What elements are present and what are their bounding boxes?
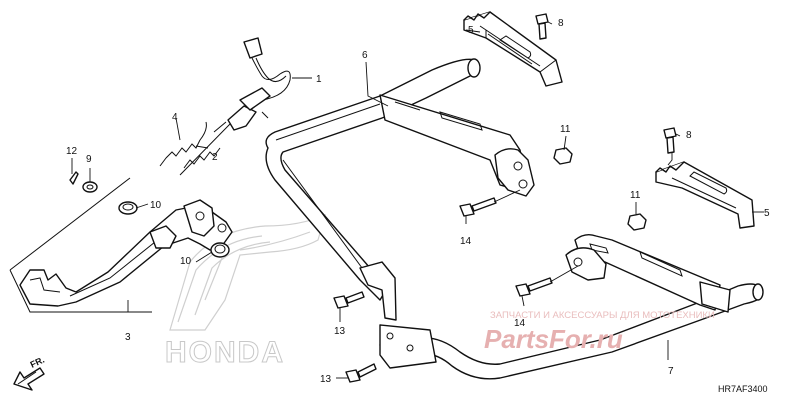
callout-12: 12	[66, 146, 78, 157]
callout-9: 9	[86, 154, 92, 165]
part-7-step-bar-lower	[379, 233, 764, 380]
part-9-washer	[82, 181, 98, 193]
callout-2: 2	[212, 152, 218, 163]
pedal-bracket-outline	[9, 177, 152, 313]
callout-5-upper: 5	[468, 25, 474, 36]
part-8-bolt-lower	[663, 127, 677, 154]
part-5-footpeg-upper	[463, 11, 563, 87]
part-13-bolt-upper	[333, 291, 365, 309]
watermark-brand: PartsFor.ru	[484, 324, 623, 354]
callout-10-lower: 10	[180, 256, 192, 267]
callout-8-upper: 8	[558, 18, 564, 29]
part-11-nut-lower	[627, 213, 647, 231]
callout-14-lower: 14	[514, 318, 526, 329]
callout-6: 6	[362, 50, 368, 61]
callout-11-upper: 11	[560, 124, 571, 135]
part-3-brake-pedal	[19, 199, 233, 307]
callout-5-lower: 5	[764, 208, 770, 219]
front-marker-label: FR.	[29, 355, 46, 370]
part-10-collar-lower	[210, 242, 230, 258]
diagram-code: HR7AF3400	[718, 384, 768, 394]
callout-1: 1	[316, 74, 322, 85]
honda-logo-text: HONDA	[165, 336, 285, 369]
callout-13-lower: 13	[320, 374, 332, 385]
part-10-collar-upper	[118, 201, 138, 215]
part-8-bolt-upper	[535, 13, 549, 40]
front-direction-marker: FR.	[13, 355, 46, 391]
callout-11-lower: 11	[630, 190, 641, 201]
part-14-bolt-lower	[515, 277, 553, 297]
part-12-cotter-pin	[69, 171, 79, 185]
part-11-nut-upper	[553, 147, 573, 165]
part-4-spring	[159, 121, 207, 167]
callout-8-lower: 8	[686, 130, 692, 141]
part-2-return-spring	[179, 123, 231, 176]
leader-lines	[71, 21, 764, 379]
callout-7: 7	[668, 366, 674, 377]
watermark-caption: ЗАПЧАСТИ И АКСЕССУАРЫ ДЛЯ МОТОТЕХНИКИ	[490, 310, 715, 321]
part-1-brake-switch	[213, 37, 291, 133]
part-13-bolt-lower	[345, 363, 377, 383]
part-6-step-bar-upper	[265, 58, 535, 321]
callout-3: 3	[125, 332, 131, 343]
callout-14-upper: 14	[460, 236, 472, 247]
part-5-footpeg-lower	[655, 161, 755, 229]
callout-4: 4	[172, 112, 178, 123]
part-14-bolt-upper	[459, 197, 497, 217]
callout-13-upper: 13	[334, 326, 346, 337]
callout-10-upper: 10	[150, 200, 162, 211]
